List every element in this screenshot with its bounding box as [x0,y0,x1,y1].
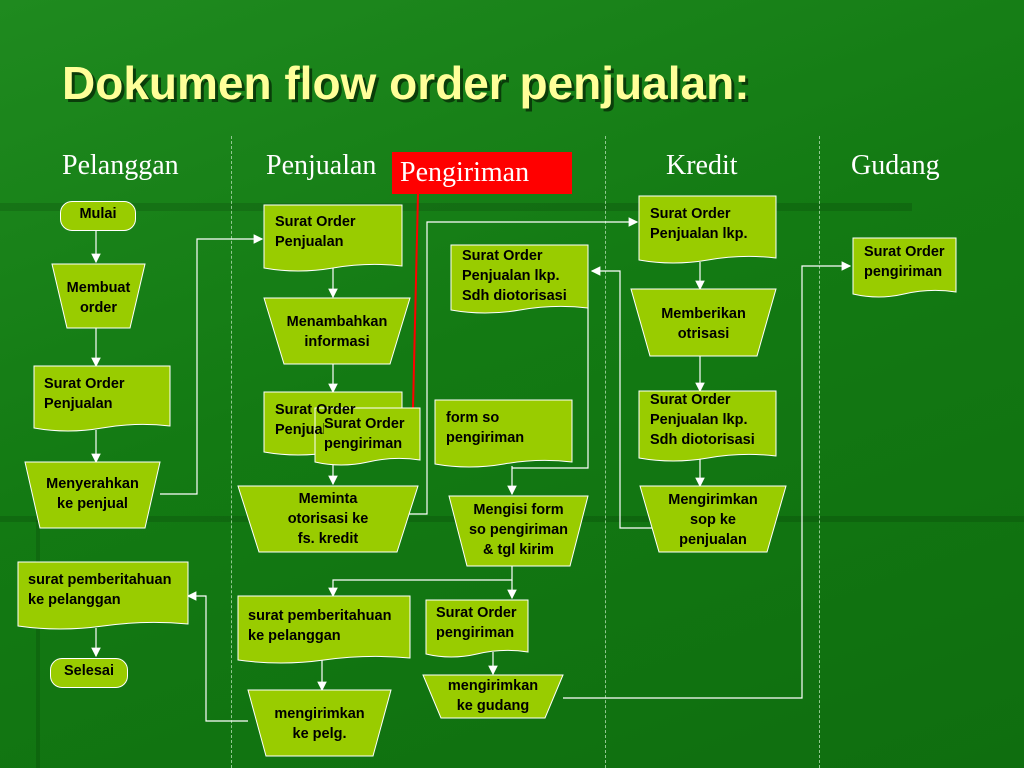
lane-header-pelanggan: Pelanggan [62,150,179,181]
node-mulai: Mulai [60,201,136,231]
op-memberikan: Memberikan otrisasi [661,306,746,342]
doc-pelanggan-pemberitahuan: surat pemberitahuan ke pelanggan [28,572,172,608]
background-band-left [36,520,40,768]
op-mengisi: Mengisi form so pengiriman & tgl kirim [468,502,569,558]
lane-header-kredit: Kredit [666,150,738,181]
page-title: Dokumen flow order penjualan: [62,57,750,109]
background-band-top [0,203,912,211]
lane-separator-1 [231,136,232,768]
lane-header-gudang: Gudang [851,150,940,181]
doc-kredit-surat-otorisasi: Surat Order Penjualan lkp. Sdh diotorisa… [650,392,755,448]
op-membuat-order: Membuat order [66,280,131,316]
lane-separator-3 [819,136,820,768]
doc-penjualan-pemberitahuan: surat pemberitahuan ke pelanggan [248,608,392,644]
lane-header-penjualan: Penjualan [266,150,377,181]
doc-penjualan-surat-pengiriman: Surat Order pengiriman [324,414,405,454]
op-mengirimkan-pelg: mengirimkan ke pelg. [274,706,365,742]
pointer-line [412,193,419,409]
doc-kredit-surat-lkp: Surat Order Penjualan lkp. [650,206,748,242]
op-mengirimkan-gudang: mengirimkan ke gudang [447,678,539,714]
op-mengirimkan-sop: Mengirimkan sop ke penjualan [668,492,758,548]
doc-pengiriman-surat-otorisasi: Surat Order Penjualan lkp. Sdh diotorisa… [462,248,567,304]
doc-pengiriman-surat-pengiriman: Surat Order pengiriman [436,605,517,641]
op-menambahkan: Menambahkan informasi [286,314,388,350]
lane-header-pengiriman: Pengiriman [392,152,572,194]
op-meminta: Meminta otorisasi ke fs. kredit [287,491,369,547]
node-selesai: Selesai [50,658,128,688]
op-menyerahkan: Menyerahkan ke penjual [46,476,139,512]
doc-penjualan-surat-order: Surat Order Penjualan [275,214,356,250]
doc-pelanggan-surat-order: Surat Order Penjualan [44,376,125,412]
doc-pengiriman-form-so: form so pengiriman [446,410,525,446]
doc-gudang-surat-pengiriman: Surat Order pengiriman [864,244,945,280]
lane-separator-2 [605,136,606,768]
